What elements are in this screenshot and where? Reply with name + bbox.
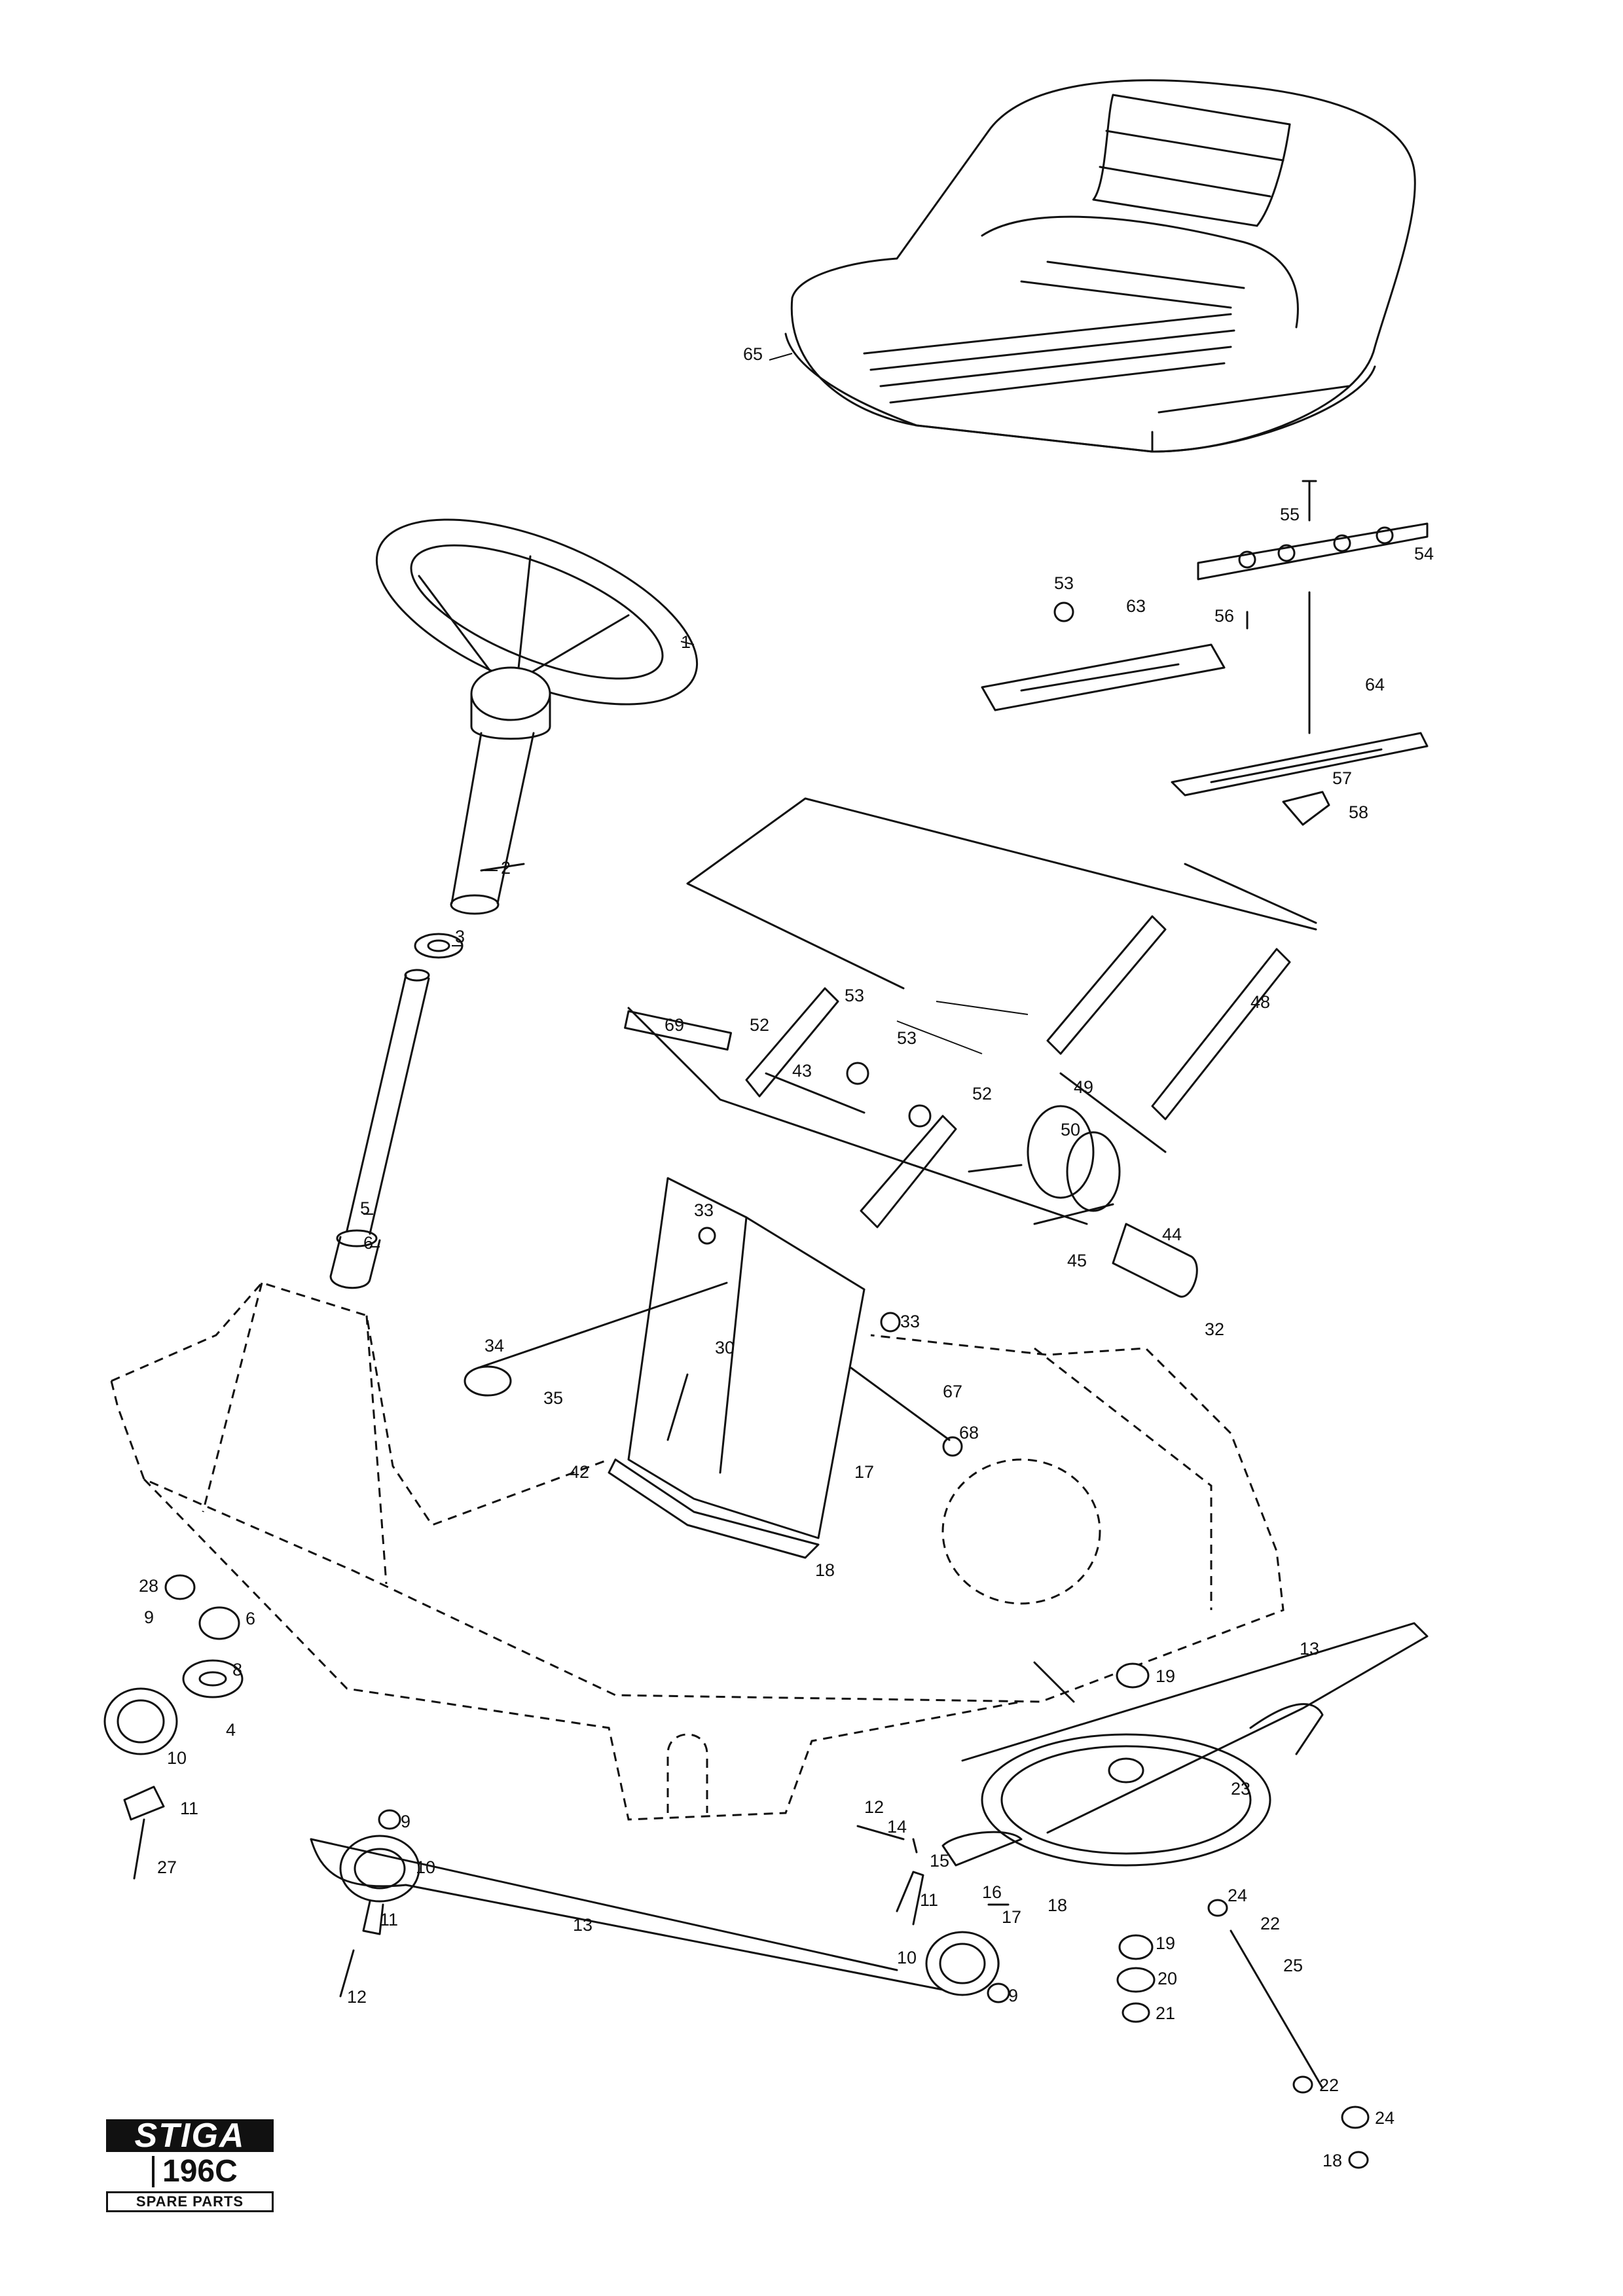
callout-23: 23: [1231, 1779, 1250, 1799]
callout-52: 52: [750, 1015, 769, 1035]
callout-11: 11: [380, 1910, 398, 1929]
callout-8: 8: [232, 1660, 242, 1679]
callout-18: 18: [1048, 1895, 1067, 1915]
callout-20: 20: [1158, 1969, 1177, 1988]
callout-54: 54: [1414, 544, 1434, 564]
callout-55: 55: [1280, 505, 1300, 524]
callout-48: 48: [1250, 992, 1270, 1012]
callout-53: 53: [1054, 573, 1074, 593]
drive-pulleys: [103, 1574, 1429, 2169]
callout-49: 49: [1074, 1077, 1093, 1097]
callout-32: 32: [1205, 1319, 1224, 1339]
logo-model-number: 196C: [152, 2156, 274, 2187]
callout-53: 53: [845, 986, 864, 1005]
callout-24: 24: [1375, 2108, 1395, 2128]
callout-56: 56: [1214, 606, 1234, 626]
leader-lines: [363, 353, 1029, 1247]
callout-labels: 65 1 2 3 5 6 55 54 53 63 56 64 57 58 69 …: [139, 344, 1434, 2170]
callout-13: 13: [1300, 1639, 1319, 1659]
callout-15: 15: [930, 1851, 949, 1871]
callout-18: 18: [815, 1560, 835, 1580]
callout-19: 19: [1156, 1666, 1175, 1686]
callout-6: 6: [363, 1233, 373, 1253]
callout-27: 27: [157, 1857, 177, 1877]
callout-53: 53: [897, 1028, 917, 1048]
callout-6: 6: [246, 1609, 255, 1628]
seat-rails: [981, 480, 1429, 826]
callout-13: 13: [573, 1915, 593, 1935]
callout-10: 10: [167, 1748, 187, 1768]
callout-42: 42: [570, 1462, 589, 1482]
callout-10: 10: [897, 1948, 917, 1967]
callout-22: 22: [1319, 2075, 1339, 2095]
callout-35: 35: [543, 1388, 563, 1408]
callout-17: 17: [1002, 1907, 1021, 1927]
callout-63: 63: [1126, 596, 1146, 616]
callout-45: 45: [1067, 1251, 1087, 1270]
callout-24: 24: [1228, 1886, 1247, 1905]
callout-52: 52: [972, 1084, 992, 1103]
callout-4: 4: [226, 1720, 236, 1740]
callout-16: 16: [982, 1882, 1002, 1902]
stiga-logo: STIGA 196C SPARE PARTS: [106, 2119, 274, 2215]
callout-12: 12: [347, 1987, 367, 2007]
callout-1: 1: [681, 632, 691, 652]
callout-21: 21: [1156, 2003, 1175, 2023]
callout-11: 11: [920, 1890, 938, 1910]
callout-12: 12: [864, 1797, 884, 1817]
chassis-frame: [110, 1282, 1285, 1821]
callout-50: 50: [1061, 1120, 1080, 1139]
callout-5: 5: [360, 1198, 370, 1218]
callout-9: 9: [144, 1607, 154, 1627]
callout-34: 34: [484, 1336, 504, 1355]
callout-9: 9: [1008, 1986, 1018, 2005]
callout-28: 28: [139, 1576, 158, 1596]
callout-69: 69: [665, 1015, 684, 1035]
callout-2: 2: [501, 858, 511, 878]
callout-68: 68: [959, 1423, 979, 1443]
callout-25: 25: [1283, 1956, 1303, 1975]
callout-67: 67: [943, 1382, 962, 1401]
callout-65: 65: [743, 344, 763, 364]
callout-9: 9: [401, 1812, 410, 1831]
callout-57: 57: [1332, 768, 1352, 788]
steering-assembly: [329, 518, 699, 1289]
callout-3: 3: [455, 927, 465, 946]
seat-part: [784, 79, 1416, 453]
callout-10: 10: [416, 1857, 435, 1877]
callout-44: 44: [1162, 1225, 1182, 1244]
column-housing: [464, 1177, 963, 1559]
callout-43: 43: [792, 1061, 812, 1081]
callout-17: 17: [854, 1462, 874, 1482]
callout-58: 58: [1349, 802, 1368, 822]
callout-64: 64: [1365, 675, 1385, 694]
callout-30: 30: [715, 1338, 735, 1357]
logo-caption: SPARE PARTS: [106, 2191, 274, 2212]
callout-33: 33: [900, 1312, 920, 1331]
callout-22: 22: [1260, 1914, 1280, 1933]
logo-brand: STIGA: [106, 2119, 274, 2153]
callout-18: 18: [1322, 2151, 1342, 2170]
callout-14: 14: [887, 1817, 907, 1837]
callout-33: 33: [694, 1200, 714, 1220]
callout-11: 11: [180, 1799, 198, 1818]
pedal-linkage: [624, 797, 1317, 1298]
callout-19: 19: [1156, 1933, 1175, 1953]
